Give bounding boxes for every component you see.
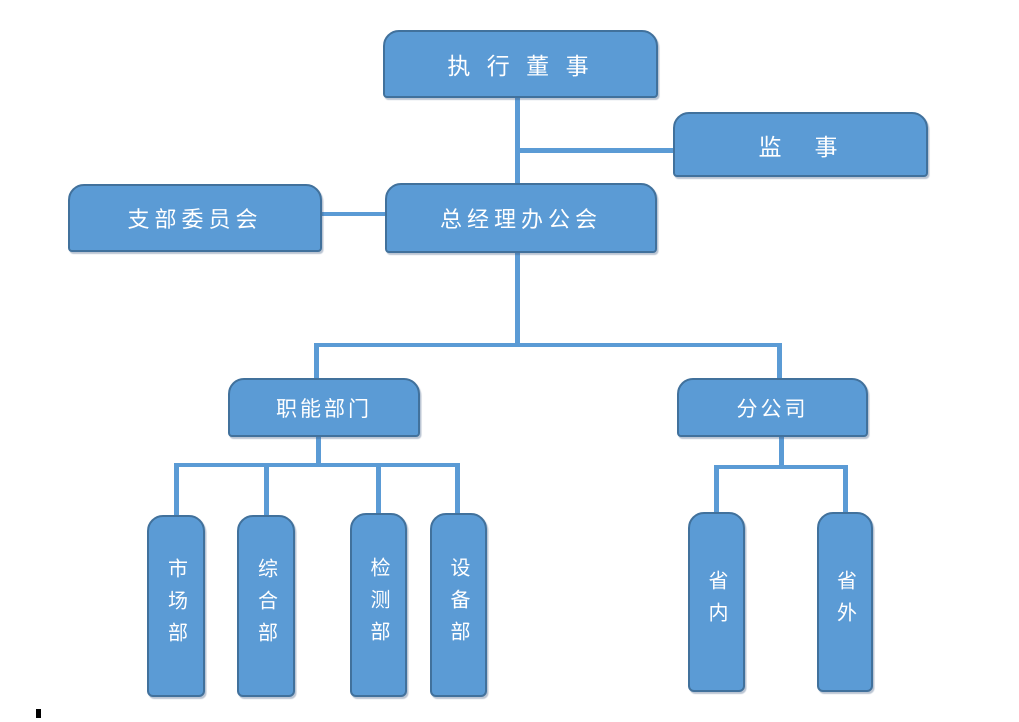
node-equipment-dept-label: 设备部 — [447, 557, 469, 653]
node-out-province[interactable]: 省外 — [817, 512, 873, 692]
node-equipment-dept[interactable]: 设备部 — [430, 513, 487, 697]
node-executive-director-label: 执 行 董 事 — [447, 53, 594, 79]
node-branch-company[interactable]: 分公司 — [677, 378, 868, 437]
connector-exec-to-gm-vertical — [515, 96, 520, 185]
node-marketing-dept[interactable]: 市场部 — [147, 515, 205, 697]
connector-drop-to-functional — [314, 343, 319, 380]
node-general-dept-label: 综合部 — [254, 558, 277, 654]
node-gm-office-label: 总经理办公会 — [439, 207, 602, 232]
connector-stub-testing — [376, 463, 381, 516]
connector-committee-to-gm — [320, 212, 387, 216]
node-testing-dept[interactable]: 检测部 — [350, 513, 407, 697]
connector-stub-general — [264, 463, 269, 518]
connector-branch-company-children-horizontal — [714, 465, 848, 469]
connector-stub-marketing — [174, 463, 179, 518]
node-supervisor[interactable]: 监 事 — [673, 112, 928, 177]
connector-exec-to-supervisor — [518, 148, 675, 153]
node-general-dept[interactable]: 综合部 — [237, 515, 295, 697]
node-testing-dept-label: 检测部 — [367, 557, 389, 653]
node-branch-committee-label: 支部委员会 — [127, 207, 263, 232]
node-executive-director[interactable]: 执 行 董 事 — [383, 30, 658, 98]
node-branch-company-label: 分公司 — [736, 397, 809, 421]
node-branch-committee[interactable]: 支部委员会 — [68, 184, 322, 252]
connector-stub-in-province — [714, 465, 719, 515]
connector-branch-company-down-vertical — [779, 435, 784, 469]
node-supervisor-label: 监 事 — [758, 133, 843, 160]
node-gm-office[interactable]: 总经理办公会 — [385, 183, 657, 253]
node-marketing-dept-label: 市场部 — [164, 558, 187, 654]
connector-stub-equipment — [455, 463, 460, 516]
connector-drop-to-branch-company — [777, 343, 782, 380]
node-in-province-label: 省内 — [705, 570, 727, 634]
connector-stub-out-province — [843, 465, 848, 515]
node-in-province[interactable]: 省内 — [688, 512, 745, 692]
connector-functional-down-vertical — [316, 435, 321, 467]
text-cursor-mark — [36, 709, 41, 718]
node-out-province-label: 省外 — [833, 570, 856, 634]
connector-gm-down-vertical — [515, 251, 520, 346]
node-functional-departments[interactable]: 职能部门 — [228, 378, 420, 437]
node-functional-departments-label: 职能部门 — [276, 397, 372, 421]
connector-gm-children-horizontal — [314, 343, 781, 347]
connector-functional-children-horizontal — [174, 463, 460, 467]
